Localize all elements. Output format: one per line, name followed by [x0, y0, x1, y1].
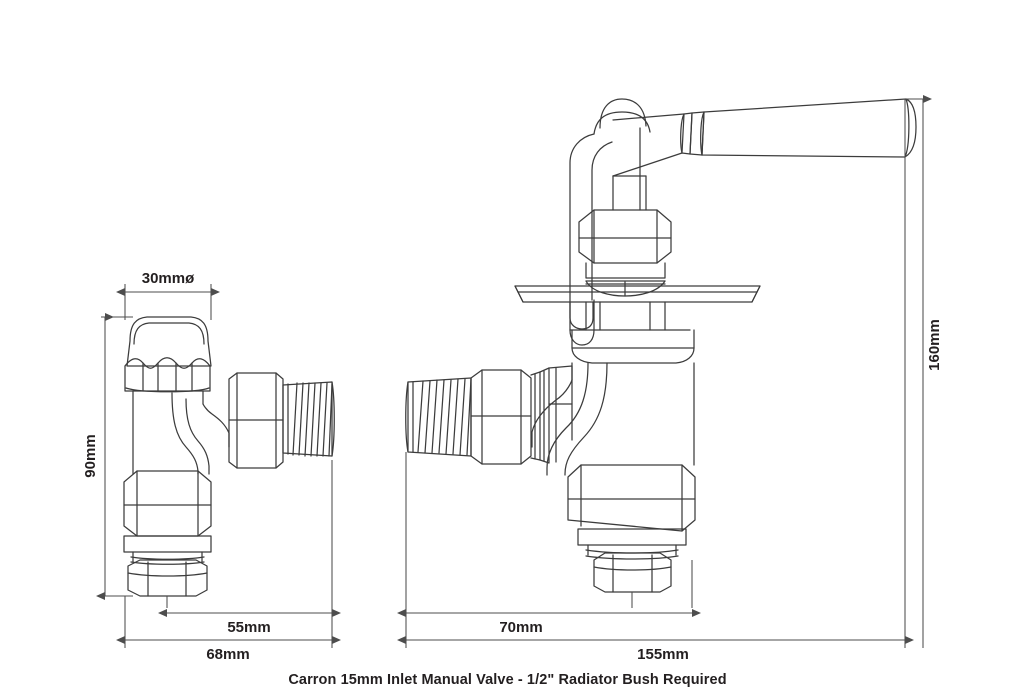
plate-support-tube [569, 301, 594, 330]
left-valve-view [123, 316, 335, 597]
dim-label-30mm: 30mmø [142, 270, 195, 287]
dim-label-90mm: 90mm [82, 434, 99, 477]
inlet-ring-grooves [530, 365, 573, 464]
gooseneck-arm [569, 133, 613, 346]
inlet-thread [405, 377, 472, 457]
valve-lower-hex-nut [123, 470, 212, 537]
lever-handle [700, 98, 917, 158]
valve-top-cap [126, 316, 212, 367]
valve-bottom-compression-nut [127, 559, 208, 597]
dim-label-70mm: 70mm [499, 619, 542, 636]
right-valve-view [405, 98, 917, 593]
left-view-dimensions [96, 284, 341, 648]
lever-neck [612, 113, 685, 177]
packing-gland-nuts [585, 280, 666, 297]
right-view-dimensions [397, 95, 932, 648]
bottom-compression-nut [593, 552, 672, 593]
valve-body [132, 390, 230, 475]
bonnet-hex-nut [578, 209, 672, 279]
valve-outlet-union-nut [228, 372, 284, 469]
dim-label-160mm: 160mm [926, 319, 943, 371]
escutcheon-plate [514, 285, 761, 303]
dim-label-155mm: 155mm [637, 646, 689, 663]
inlet-union-nut [470, 369, 532, 465]
drawing-caption: Carron 15mm Inlet Manual Valve - 1/2" Ra… [288, 672, 727, 688]
lower-hex-nut [567, 464, 696, 532]
lower-collar-band [577, 528, 687, 560]
right-view-dimension-labels: 160mm 70mm 155mm [499, 319, 943, 663]
dim-label-68mm: 68mm [206, 646, 249, 663]
left-view-dimension-labels: 30mmø 90mm 55mm 68mm [82, 270, 271, 663]
valve-collar-band [123, 535, 212, 565]
valve-stem [612, 175, 647, 211]
bonnet-dome [593, 98, 651, 135]
valve-outlet-thread [282, 381, 335, 457]
valve-cap-skirt [124, 357, 211, 393]
dim-label-55mm: 55mm [227, 619, 270, 636]
lever-collar [680, 111, 705, 156]
upper-body-barrel [569, 301, 691, 331]
